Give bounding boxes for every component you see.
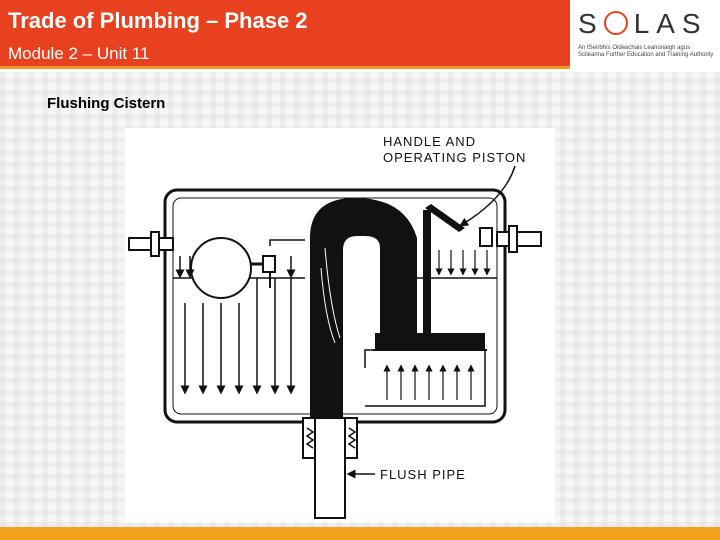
flush-pipe [314, 417, 346, 519]
slide-heading: Flushing Cistern [47, 95, 166, 112]
logo-tagline: An tSeirbhís Oideachais Leanúnaigh agus … [578, 45, 714, 58]
siphon-bend [310, 198, 417, 428]
overflow-pipe [496, 231, 542, 247]
logo-wordmark: S LAS [578, 8, 708, 40]
logo-o-circle [603, 11, 628, 35]
label-handle-line1: HANDLE AND [383, 134, 476, 149]
header-title: Trade of Plumbing – Phase 2 [8, 8, 308, 33]
float-ball [190, 237, 252, 299]
logo-letter-s: S [578, 8, 604, 39]
header-subtitle: Module 2 – Unit 11 [8, 44, 150, 63]
footer-bar [0, 527, 720, 540]
flushing-cistern-diagram: HANDLE AND OPERATING PISTON FLUSH PIPE [125, 128, 555, 523]
header-bar: Trade of Plumbing – Phase 2 Module 2 – U… [0, 0, 570, 66]
handle-lever [425, 204, 465, 232]
label-handle-line2: OPERATING PISTON [383, 150, 526, 165]
header-accent-line [0, 66, 570, 69]
operating-rod [423, 210, 431, 340]
label-flush-pipe: FLUSH PIPE [380, 467, 466, 482]
logo-letters-las: LAS [633, 8, 708, 39]
solas-logo: S LAS An tSeirbhís Oideachais Leanúnaigh … [570, 0, 720, 72]
piston-chamber [375, 333, 485, 349]
cistern-drawing: HANDLE AND OPERATING PISTON FLUSH PIPE [128, 134, 542, 519]
handle-pointer-arrow [459, 165, 516, 227]
